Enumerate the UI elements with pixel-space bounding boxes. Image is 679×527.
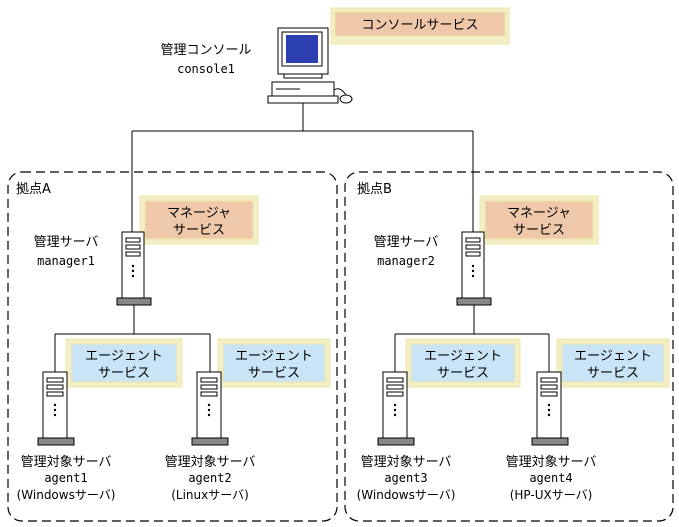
agent2-service-line2: サービス <box>248 366 300 381</box>
console-service-label: コンソールサービス <box>361 18 478 33</box>
server-icon <box>531 371 569 446</box>
agent3-os: (Windowsサーバ) <box>357 488 456 502</box>
agent1-node: エージェント サービス 管理対象サーバ agent1 (Windowsサーバ) <box>17 338 183 502</box>
site-a-connectors <box>54 305 211 372</box>
manager2-label: 管理サーバ <box>374 235 439 250</box>
site-b-label: 拠点B <box>357 182 392 197</box>
agent1-os: (Windowsサーバ) <box>17 488 116 502</box>
console-node: コンソールサービス 管理コンソール console1 <box>160 7 510 104</box>
site-a-boundary <box>7 171 338 522</box>
console-host: console1 <box>177 62 235 76</box>
manager1-service-line2: サービス <box>173 223 225 238</box>
agent2-service-line1: エージェント <box>235 349 313 364</box>
agent2-node: エージェント サービス 管理対象サーバ agent2 (Linuxサーバ) <box>165 338 331 502</box>
manager2-node: マネージャ サービス 管理サーバ manager2 <box>374 195 599 306</box>
console-label: 管理コンソール <box>160 43 251 58</box>
manager2-service-line2: サービス <box>513 223 565 238</box>
site-b-boundary <box>344 171 674 522</box>
server-icon <box>37 371 75 446</box>
manager1-label: 管理サーバ <box>34 235 99 250</box>
pc-icon <box>267 27 353 104</box>
manager2-service-line1: マネージャ <box>507 206 571 221</box>
agent4-service-line2: サービス <box>587 366 639 381</box>
manager1-host: manager1 <box>37 254 95 268</box>
agent4-label: 管理対象サーバ <box>506 455 597 470</box>
agent4-service-line1: エージェント <box>574 349 652 364</box>
site-a: 拠点A マネージャ サービス 管理サーバ manager1 <box>7 171 338 522</box>
top-connectors <box>131 103 474 232</box>
server-icon <box>456 231 492 306</box>
manager2-host: manager2 <box>377 254 435 268</box>
site-b: 拠点B マネージャ サービス 管理サーバ manager2 <box>344 171 674 522</box>
agent2-label: 管理対象サーバ <box>165 455 256 470</box>
agent4-node: エージェント サービス 管理対象サーバ agent4 (HP-UXサーバ) <box>506 338 670 502</box>
agent3-service-line2: サービス <box>437 366 489 381</box>
manager1-service-line1: マネージャ <box>167 206 231 221</box>
agent1-service-line2: サービス <box>98 366 150 381</box>
agent4-host: agent4 <box>529 471 572 485</box>
site-a-label: 拠点A <box>16 182 51 197</box>
server-icon <box>377 371 415 446</box>
agent1-host: agent1 <box>44 471 87 485</box>
agent3-host: agent3 <box>384 471 427 485</box>
console-service-box: コンソールサービス <box>330 7 510 45</box>
agent2-host: agent2 <box>188 471 231 485</box>
site-b-connectors <box>394 305 550 372</box>
server-icon <box>116 231 152 306</box>
agent1-label: 管理対象サーバ <box>21 455 112 470</box>
manager1-node: マネージャ サービス 管理サーバ manager1 <box>34 195 259 306</box>
agent3-label: 管理対象サーバ <box>361 455 452 470</box>
agent3-node: エージェント サービス 管理対象サーバ agent3 (Windowsサーバ) <box>357 338 521 502</box>
server-icon <box>191 371 229 446</box>
agent4-os: (HP-UXサーバ) <box>510 488 593 502</box>
agent3-service-line1: エージェント <box>424 349 502 364</box>
agent1-service-line1: エージェント <box>85 349 163 364</box>
agent2-os: (Linuxサーバ) <box>171 488 249 502</box>
